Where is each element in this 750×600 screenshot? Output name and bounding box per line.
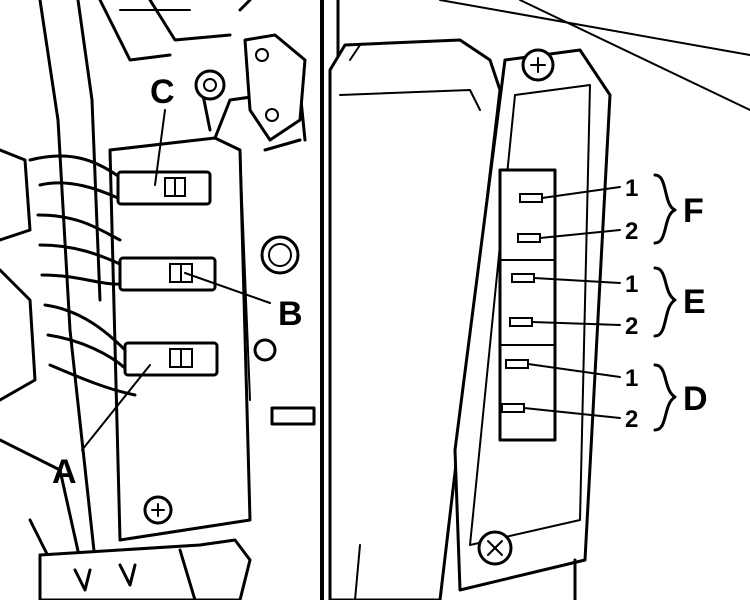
screw-bottom-right [477, 530, 513, 566]
callout-c: C [150, 73, 175, 111]
left-panel-illustration [0, 0, 316, 600]
pin-label-d2: 2 [625, 406, 638, 433]
connector-block [498, 168, 557, 442]
pin-label-f2: 2 [625, 218, 638, 245]
relay-b [118, 256, 217, 292]
group-label-e: E [683, 283, 706, 321]
screw-top-left [194, 69, 226, 101]
pin-label-f1: 1 [625, 175, 638, 202]
relay-a [123, 341, 219, 377]
screw-bottom-left [143, 495, 173, 525]
callout-a: A [52, 453, 77, 491]
group-label-d: D [683, 380, 708, 418]
leader-c [154, 109, 166, 186]
pin-label-e2: 2 [625, 313, 638, 340]
right-panel-illustration [328, 0, 750, 600]
pin-label-e1: 1 [625, 271, 638, 298]
relay-c [116, 170, 212, 206]
callout-b: B [278, 295, 303, 333]
screw-top-right [521, 48, 555, 82]
leader-a [81, 364, 151, 451]
leader-b [184, 272, 271, 304]
pin-label-d1: 1 [625, 365, 638, 392]
group-label-f: F [683, 192, 704, 230]
